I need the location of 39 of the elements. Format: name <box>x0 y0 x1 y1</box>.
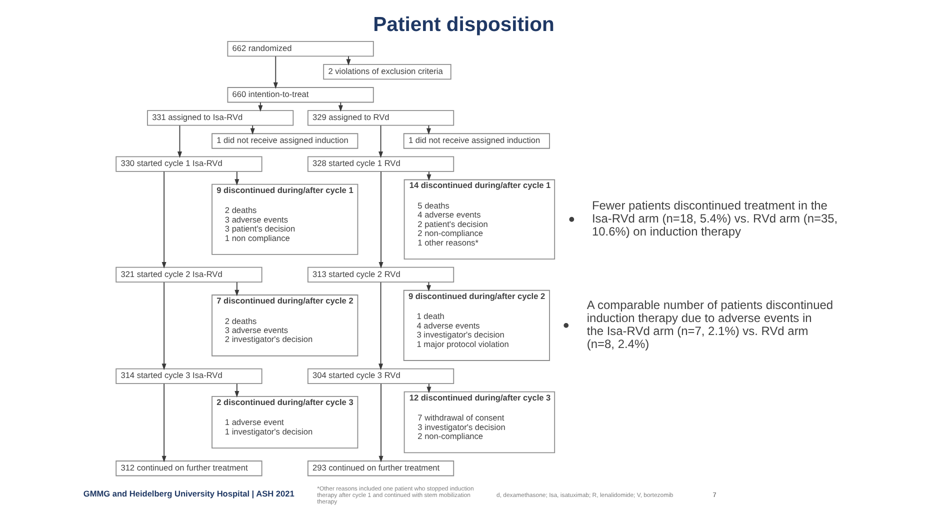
node-box: 293 continued on further treatment <box>306 460 454 476</box>
node-box: 2 violations of exclusion criteria <box>322 64 451 80</box>
arrow <box>234 282 239 296</box>
node-box: 14 discontinued during/after cycle 1 5 deaths 4 adverse events 2 patient's decision 2 non-compliance 1 other reasons* <box>403 179 555 260</box>
node-box: 662 randomized <box>226 40 374 57</box>
arrow <box>426 171 431 181</box>
arrow <box>234 383 239 398</box>
arrow <box>378 171 383 268</box>
arrow <box>378 282 383 370</box>
arrow <box>161 383 166 462</box>
node-box: 7 discontinued during/after cycle 2 2 deaths 3 adverse events 2 investigator's decision <box>211 294 358 356</box>
arrow <box>161 171 166 268</box>
node-box: 331 assigned to Isa-RVd <box>146 110 294 126</box>
arrow <box>378 383 383 462</box>
node-box: 314 started cycle 3 Isa-RVd <box>115 368 262 384</box>
arrow <box>378 125 383 158</box>
node-box: 321 started cycle 2 Isa-RVd <box>115 266 262 283</box>
node-box: 329 assigned to RVd <box>306 110 454 126</box>
node-box: 1 did not receive assigned induction <box>402 133 550 149</box>
node-box: 304 started cycle 3 RVd <box>306 368 454 384</box>
node-box: 9 discontinued during/after cycle 1 2 deaths 3 adverse events 3 patient's decision 1 non compliance <box>211 184 358 255</box>
arrow <box>161 282 166 370</box>
node-box: 660 intention-to-treat <box>226 87 374 103</box>
node-box: 328 started cycle 1 RVd <box>306 156 454 172</box>
label: Fewer patients discontinued treatment in the Isa-RVd arm (n=18, 5.4%) vs. RVd arm (n=35, 10.6%) on induction therapy <box>591 198 838 238</box>
node-box: 1 did not receive assigned induction <box>211 133 358 149</box>
arrow <box>272 56 278 89</box>
diagram-title: Patient disposition <box>372 14 554 36</box>
arrow <box>250 125 254 135</box>
node-box: 313 started cycle 2 RVd <box>306 266 454 283</box>
node-box: 330 started cycle 1 Isa-RVd <box>115 156 262 172</box>
node-box: 12 discontinued during/after cycle 3 7 withdrawal of consent 3 investigator's decision 2 non-compliance <box>403 391 555 454</box>
node-box: 2 discontinued during/after cycle 3 1 adverse event 1 investigator's decision <box>211 396 358 449</box>
node-box: 312 continued on further treatment <box>115 460 262 476</box>
label: A comparable number of patients discontinued induction therapy due to adverse events in the Isa-RVd arm (n=7, 2.1%) vs. RVd arm (n=8, 2.4%) <box>586 298 833 351</box>
label: GMMG and Heidelberg University Hospital | ASH 2021 <box>82 488 294 499</box>
node-box: 9 discontinued during/after cycle 2 1 death 4 adverse events 3 investigator's decision 1 major protocol violation <box>402 290 550 361</box>
arrow <box>234 171 239 186</box>
arrow <box>176 125 182 158</box>
